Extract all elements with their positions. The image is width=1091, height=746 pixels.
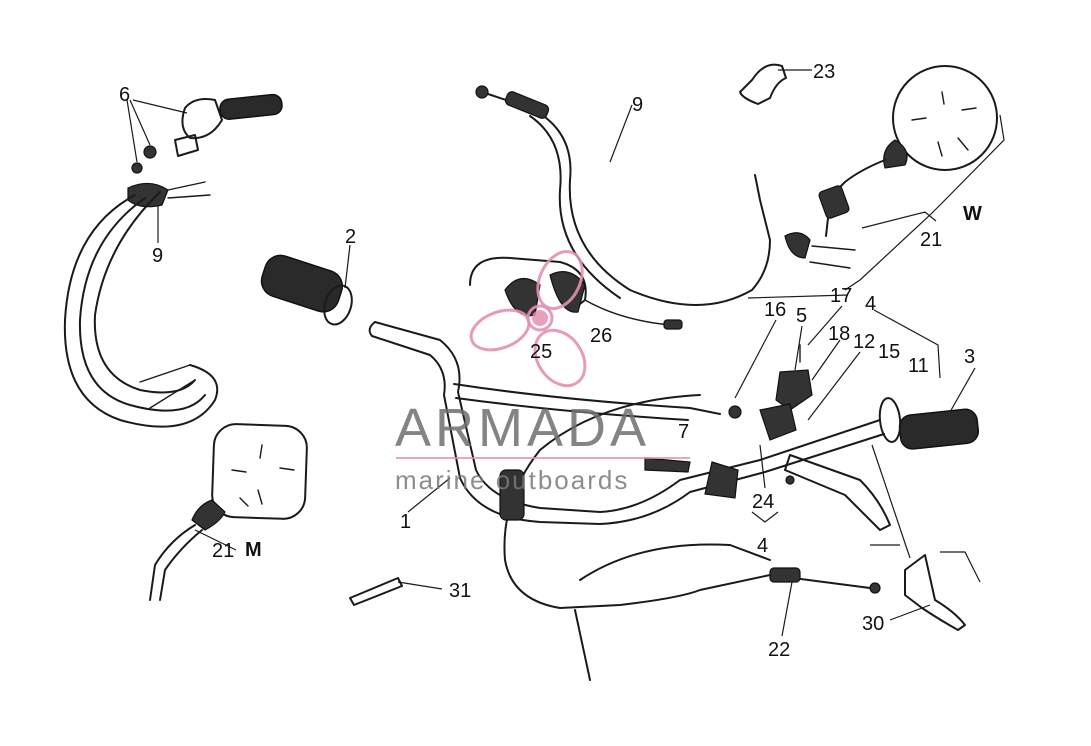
throttle-grip-assembly bbox=[127, 93, 283, 208]
callout-26: 26 bbox=[590, 325, 612, 347]
lever-assembly bbox=[644, 344, 980, 531]
callout-9-top: 9 bbox=[632, 94, 643, 116]
callout-17: 17 bbox=[830, 285, 852, 307]
switch-group bbox=[469, 256, 683, 330]
lever-30 bbox=[904, 554, 966, 631]
watermark-title: ARMADA bbox=[395, 398, 650, 458]
mirror-left-m bbox=[149, 423, 308, 601]
callout-12: 12 bbox=[853, 331, 875, 353]
watermark: ARMADA marine outboards bbox=[395, 250, 690, 495]
leader-lines bbox=[126, 69, 1005, 637]
variant-label-w: W bbox=[963, 203, 982, 225]
variant-label-m: M bbox=[245, 539, 262, 561]
callout-18: 18 bbox=[828, 323, 850, 345]
callout-4-top: 4 bbox=[865, 293, 876, 315]
callout-21-right: 21 bbox=[920, 229, 942, 251]
callout-21-left: 21 bbox=[212, 540, 234, 562]
callout-3: 3 bbox=[964, 346, 975, 368]
bracket-23 bbox=[739, 63, 787, 105]
left-grip bbox=[260, 254, 353, 326]
callout-25: 25 bbox=[530, 341, 552, 363]
callout-5: 5 bbox=[796, 305, 807, 327]
callout-9-left: 9 bbox=[152, 245, 163, 267]
callout-6: 6 bbox=[119, 84, 130, 106]
cable-tie-31 bbox=[349, 577, 403, 606]
throttle-cables-left bbox=[63, 181, 219, 428]
mirror-right-w bbox=[784, 65, 998, 269]
callout-4-bottom: 4 bbox=[757, 535, 768, 557]
cables-bottom bbox=[499, 394, 881, 681]
callout-11: 11 bbox=[908, 355, 929, 377]
callout-16: 16 bbox=[764, 299, 786, 321]
callout-30: 30 bbox=[862, 613, 884, 635]
callout-1: 1 bbox=[400, 511, 411, 533]
callout-24: 24 bbox=[752, 491, 774, 513]
callout-23: 23 bbox=[813, 61, 835, 83]
watermark-subtitle: marine outboards bbox=[395, 465, 629, 495]
callout-31: 31 bbox=[449, 580, 471, 602]
callout-7: 7 bbox=[678, 421, 689, 443]
callout-15: 15 bbox=[878, 341, 900, 363]
callout-22: 22 bbox=[768, 639, 790, 661]
clutch-cable-top bbox=[475, 85, 771, 306]
callout-2: 2 bbox=[345, 226, 356, 248]
callout-labels: 6 9 2 1 9 23 21 W 25 26 16 5 17 4 18 12 … bbox=[119, 61, 982, 661]
propeller-logo-icon bbox=[469, 250, 587, 388]
